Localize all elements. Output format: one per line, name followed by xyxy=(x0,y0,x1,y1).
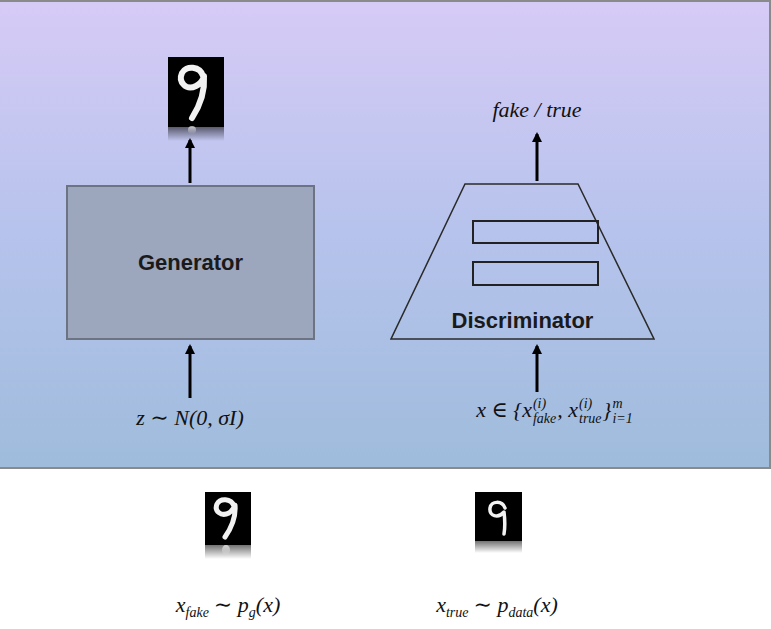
node-label: Generator xyxy=(138,250,243,276)
math-label: fake / true xyxy=(492,97,581,122)
generator-box: Generator xyxy=(66,185,315,340)
math-label: (i) xyxy=(533,397,556,412)
math-label: , x xyxy=(557,397,578,422)
math-expression: xfake ∼ pg(x) xyxy=(176,592,280,621)
math-label: fake xyxy=(533,412,556,427)
math-label: m xyxy=(612,397,632,412)
math-label: x ∈ {x xyxy=(476,397,532,422)
math-label: x xyxy=(436,592,446,617)
math-expression: xtrue ∼ pdata(x) xyxy=(436,592,558,621)
math-label: i=1 xyxy=(612,412,632,427)
layer-bar xyxy=(473,221,598,243)
math-expression: fake / true xyxy=(492,97,581,123)
digit-image xyxy=(475,492,522,553)
trapezoid-shape xyxy=(391,184,654,339)
sub-sup-stack: mi=1 xyxy=(612,397,632,426)
math-label: ∼ p xyxy=(474,592,509,617)
math-label: (i) xyxy=(579,397,602,412)
node-label: Discriminator xyxy=(452,308,594,334)
math-label: true xyxy=(446,605,469,620)
math-label: fake xyxy=(186,605,209,620)
output-arrow xyxy=(189,140,192,183)
math-label: } xyxy=(603,397,612,422)
math-expression: x ∈ {x(i)fake, x(i)true}mi=1 xyxy=(476,397,633,427)
math-label: data xyxy=(508,605,533,620)
math-label: ∼ p xyxy=(214,592,249,617)
digit-image xyxy=(205,492,251,559)
sub-sup-stack: (i)fake xyxy=(533,397,556,426)
math-label: (x) xyxy=(533,592,557,617)
math-label: x xyxy=(176,592,186,617)
digit-image xyxy=(168,57,224,141)
output-arrow xyxy=(536,134,539,181)
math-label: z ∼ N(0, σI) xyxy=(136,405,244,430)
sub-sup-stack: (i)true xyxy=(579,397,602,426)
input-arrow xyxy=(536,346,539,392)
layer-bar xyxy=(473,262,598,285)
math-expression: z ∼ N(0, σI) xyxy=(136,405,244,431)
discriminator-trapezoid: Discriminator xyxy=(390,183,655,340)
math-label: (x) xyxy=(256,592,280,617)
math-label: true xyxy=(579,412,602,427)
math-label: g xyxy=(249,605,256,620)
input-arrow xyxy=(189,346,192,398)
